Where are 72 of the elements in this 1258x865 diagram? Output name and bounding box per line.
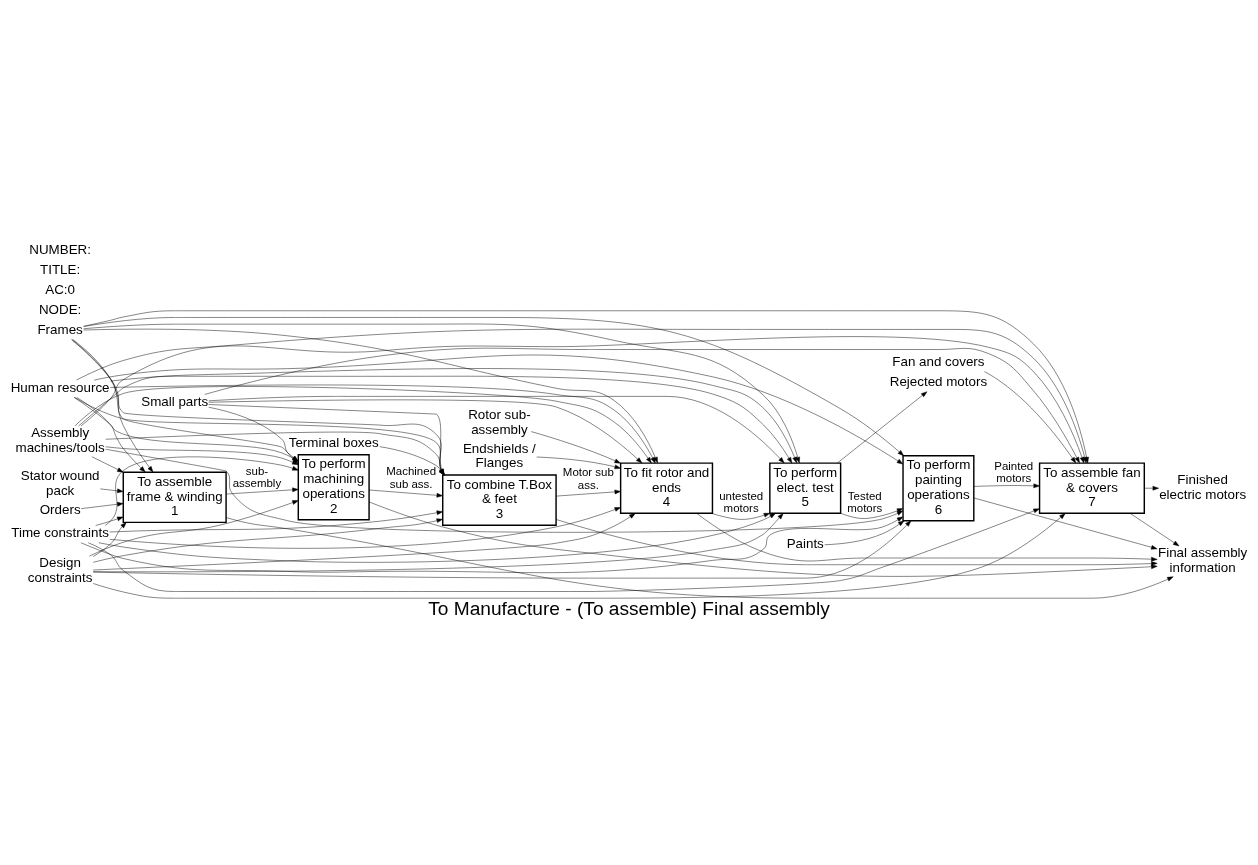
edge-label: untested motors xyxy=(719,489,764,515)
arrow xyxy=(83,317,904,456)
arrow xyxy=(531,431,621,464)
edge-label: Machined sub ass. xyxy=(386,465,437,490)
edge-label: Tested motors xyxy=(847,489,883,515)
edge-label: Motor sub ass. xyxy=(562,466,614,491)
arrow xyxy=(88,508,1040,592)
arrow xyxy=(72,339,154,473)
node-text: Small parts xyxy=(141,394,209,410)
label: NODE: xyxy=(38,302,82,318)
node-text: Stator wound pack xyxy=(20,468,100,499)
node-text: Endshields / Flanges xyxy=(462,440,536,471)
arrow xyxy=(536,456,621,469)
arrow xyxy=(973,483,1040,489)
node-text: Finished electric motors xyxy=(1159,472,1247,502)
arrow xyxy=(92,522,127,557)
arrow xyxy=(984,371,1077,464)
arrow xyxy=(95,516,124,526)
arrow xyxy=(1129,513,1180,547)
node-text: Human resource xyxy=(10,380,110,396)
arrow xyxy=(973,497,1158,550)
arrow xyxy=(80,502,124,509)
arrow xyxy=(837,391,928,464)
arrow xyxy=(76,397,146,473)
arrow xyxy=(840,508,904,519)
node-box: To fit rotor and ends 4 xyxy=(619,462,714,515)
node-box: To perform painting operations 6 xyxy=(902,454,975,522)
arrow xyxy=(93,513,1066,599)
arrow xyxy=(80,516,904,573)
arrow xyxy=(109,507,621,549)
arrow xyxy=(368,489,443,498)
arrow xyxy=(368,501,1158,577)
arrow xyxy=(91,456,124,473)
node-box: To combine T.Box & feet 3 xyxy=(442,474,557,526)
node-text: Paints xyxy=(786,535,824,551)
node-text: Frames xyxy=(37,322,83,338)
node-box: To assemble frame & winding 1 xyxy=(122,471,227,524)
node-text: Time constraints xyxy=(11,525,109,541)
arrow xyxy=(105,449,904,533)
node-text: Fan and covers xyxy=(892,354,985,370)
node-text: Design constraints xyxy=(27,555,93,586)
arrow xyxy=(1144,485,1159,491)
arrow xyxy=(711,513,770,520)
arrow xyxy=(109,510,443,533)
node-box: To perform elect. test 5 xyxy=(769,462,842,515)
node-text: Rotor sub-assembly xyxy=(468,407,531,437)
node-text: Assembly machines/tools xyxy=(15,425,105,456)
arrow xyxy=(93,518,443,563)
node-box: To perform machining operations 2 xyxy=(297,454,370,521)
node-text: Orders xyxy=(39,502,81,518)
edge-label: sub-assembly xyxy=(232,464,282,490)
arrow xyxy=(93,513,636,571)
arrow xyxy=(226,517,1174,599)
arrow xyxy=(92,513,784,573)
edge-label: Painted motors xyxy=(994,459,1034,485)
node-text: Rejected motors xyxy=(889,374,988,390)
diagram-title: To Manufacture - (To assemble) Final assembly xyxy=(428,598,830,620)
arrow xyxy=(100,488,124,494)
label: AC:0 xyxy=(45,281,76,297)
arrow xyxy=(226,487,299,495)
arrow xyxy=(89,500,299,557)
arrow xyxy=(555,489,621,497)
node-text: Terminal boxes xyxy=(288,434,379,450)
arrow xyxy=(98,513,776,563)
arrow xyxy=(696,513,1158,562)
label: NUMBER: xyxy=(29,241,91,257)
node-box: To assemble fan & covers 7 xyxy=(1038,462,1145,515)
arrow xyxy=(555,519,1158,566)
arrow xyxy=(92,520,912,579)
label: TITLE: xyxy=(40,261,81,277)
arrow xyxy=(824,520,905,545)
node-text: Final assembly information xyxy=(1158,545,1248,576)
